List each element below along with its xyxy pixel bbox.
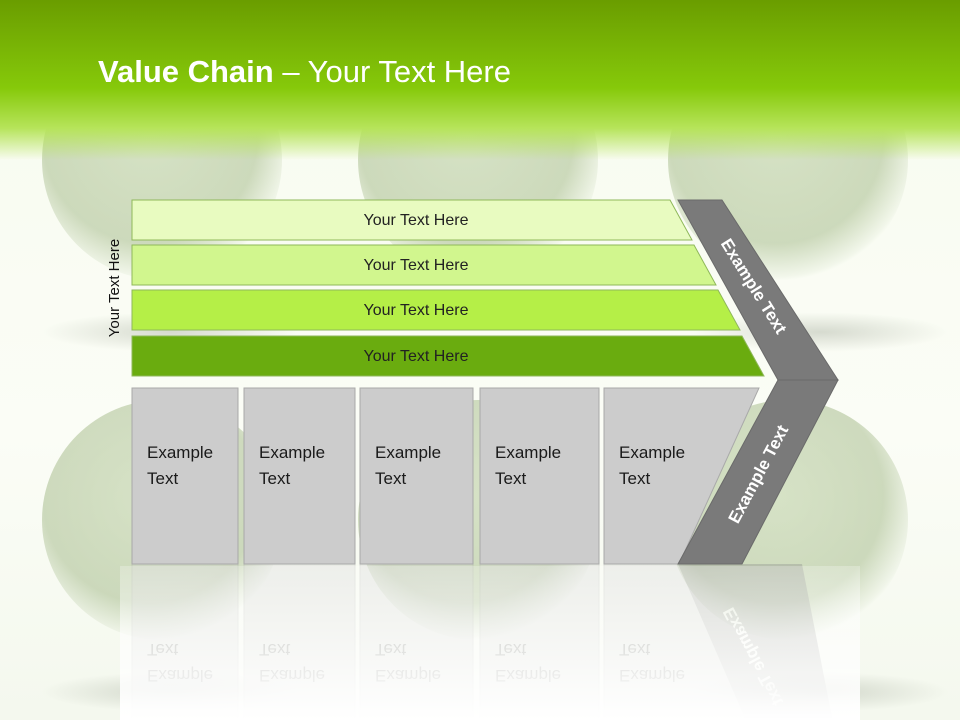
value-row-label: Your Text Here — [364, 348, 469, 365]
title-rest: – Your Text Here — [273, 54, 511, 89]
content-box — [479, 387, 600, 565]
title-bold: Value Chain — [98, 54, 274, 89]
content-box — [359, 387, 474, 565]
value-row — [131, 244, 717, 286]
value-row — [131, 199, 693, 241]
slide-title: Value Chain – Your Text Here — [98, 54, 511, 90]
header-band — [0, 0, 960, 160]
content-box-text: Example — [147, 443, 213, 462]
value-row-label: Your Text Here — [364, 212, 469, 229]
content-box-text: Example — [375, 443, 441, 462]
content-box-text: Text — [147, 469, 178, 488]
content-box-text: Text — [259, 469, 290, 488]
value-row — [131, 335, 765, 377]
content-box-text: Text — [375, 469, 406, 488]
value-row-label: Your Text Here — [364, 257, 469, 274]
content-box — [131, 387, 239, 565]
content-box-text: Example — [259, 443, 325, 462]
chevron-lower-arm — [677, 379, 839, 565]
content-box-text: Example — [619, 443, 685, 462]
content-box-text: Text — [619, 469, 650, 488]
content-box-text: Example — [495, 443, 561, 462]
value-row-label: Your Text Here — [364, 302, 469, 319]
reflection-fade — [120, 566, 860, 720]
chevron: Example Text Example Text — [677, 199, 839, 565]
value-row — [131, 289, 741, 331]
content-box-text: Text — [495, 469, 526, 488]
content-box — [243, 387, 356, 565]
